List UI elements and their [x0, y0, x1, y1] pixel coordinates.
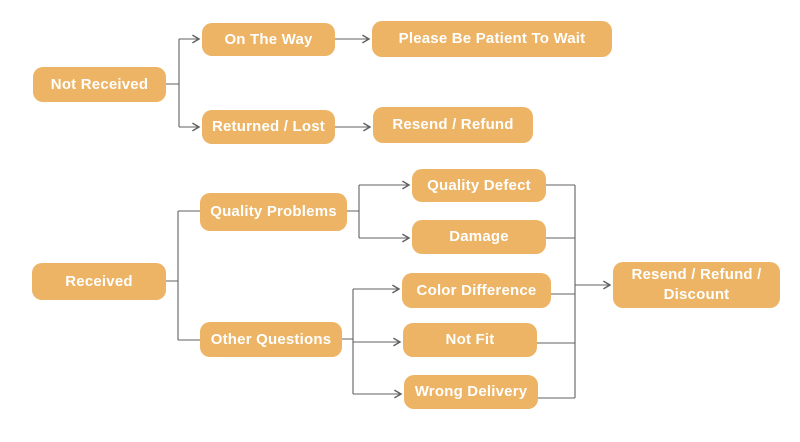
- node-resend-refund: Resend / Refund: [373, 107, 533, 143]
- connector-other-questions-spine: [342, 289, 354, 394]
- node-received: Received: [32, 263, 166, 300]
- node-damage: Damage: [412, 220, 546, 254]
- node-quality-problems: Quality Problems: [200, 193, 347, 231]
- node-returned-lost: Returned / Lost: [202, 110, 335, 144]
- node-resend-refund-discount: Resend / Refund / Discount: [613, 262, 780, 308]
- connector-received-spine: [166, 210, 200, 341]
- node-on-the-way: On The Way: [202, 23, 335, 56]
- node-color-difference: Color Difference: [402, 273, 551, 308]
- connector-quality-problems-spine: [347, 185, 360, 238]
- node-other-questions: Other Questions: [200, 322, 342, 357]
- connector-not-received-spine: [166, 39, 180, 127]
- node-not-fit: Not Fit: [403, 323, 537, 357]
- node-wrong-delivery: Wrong Delivery: [404, 375, 538, 409]
- node-please-be-patient-to-wait: Please Be Patient To Wait: [372, 21, 612, 57]
- node-quality-defect: Quality Defect: [412, 169, 546, 202]
- node-not-received: Not Received: [33, 67, 166, 102]
